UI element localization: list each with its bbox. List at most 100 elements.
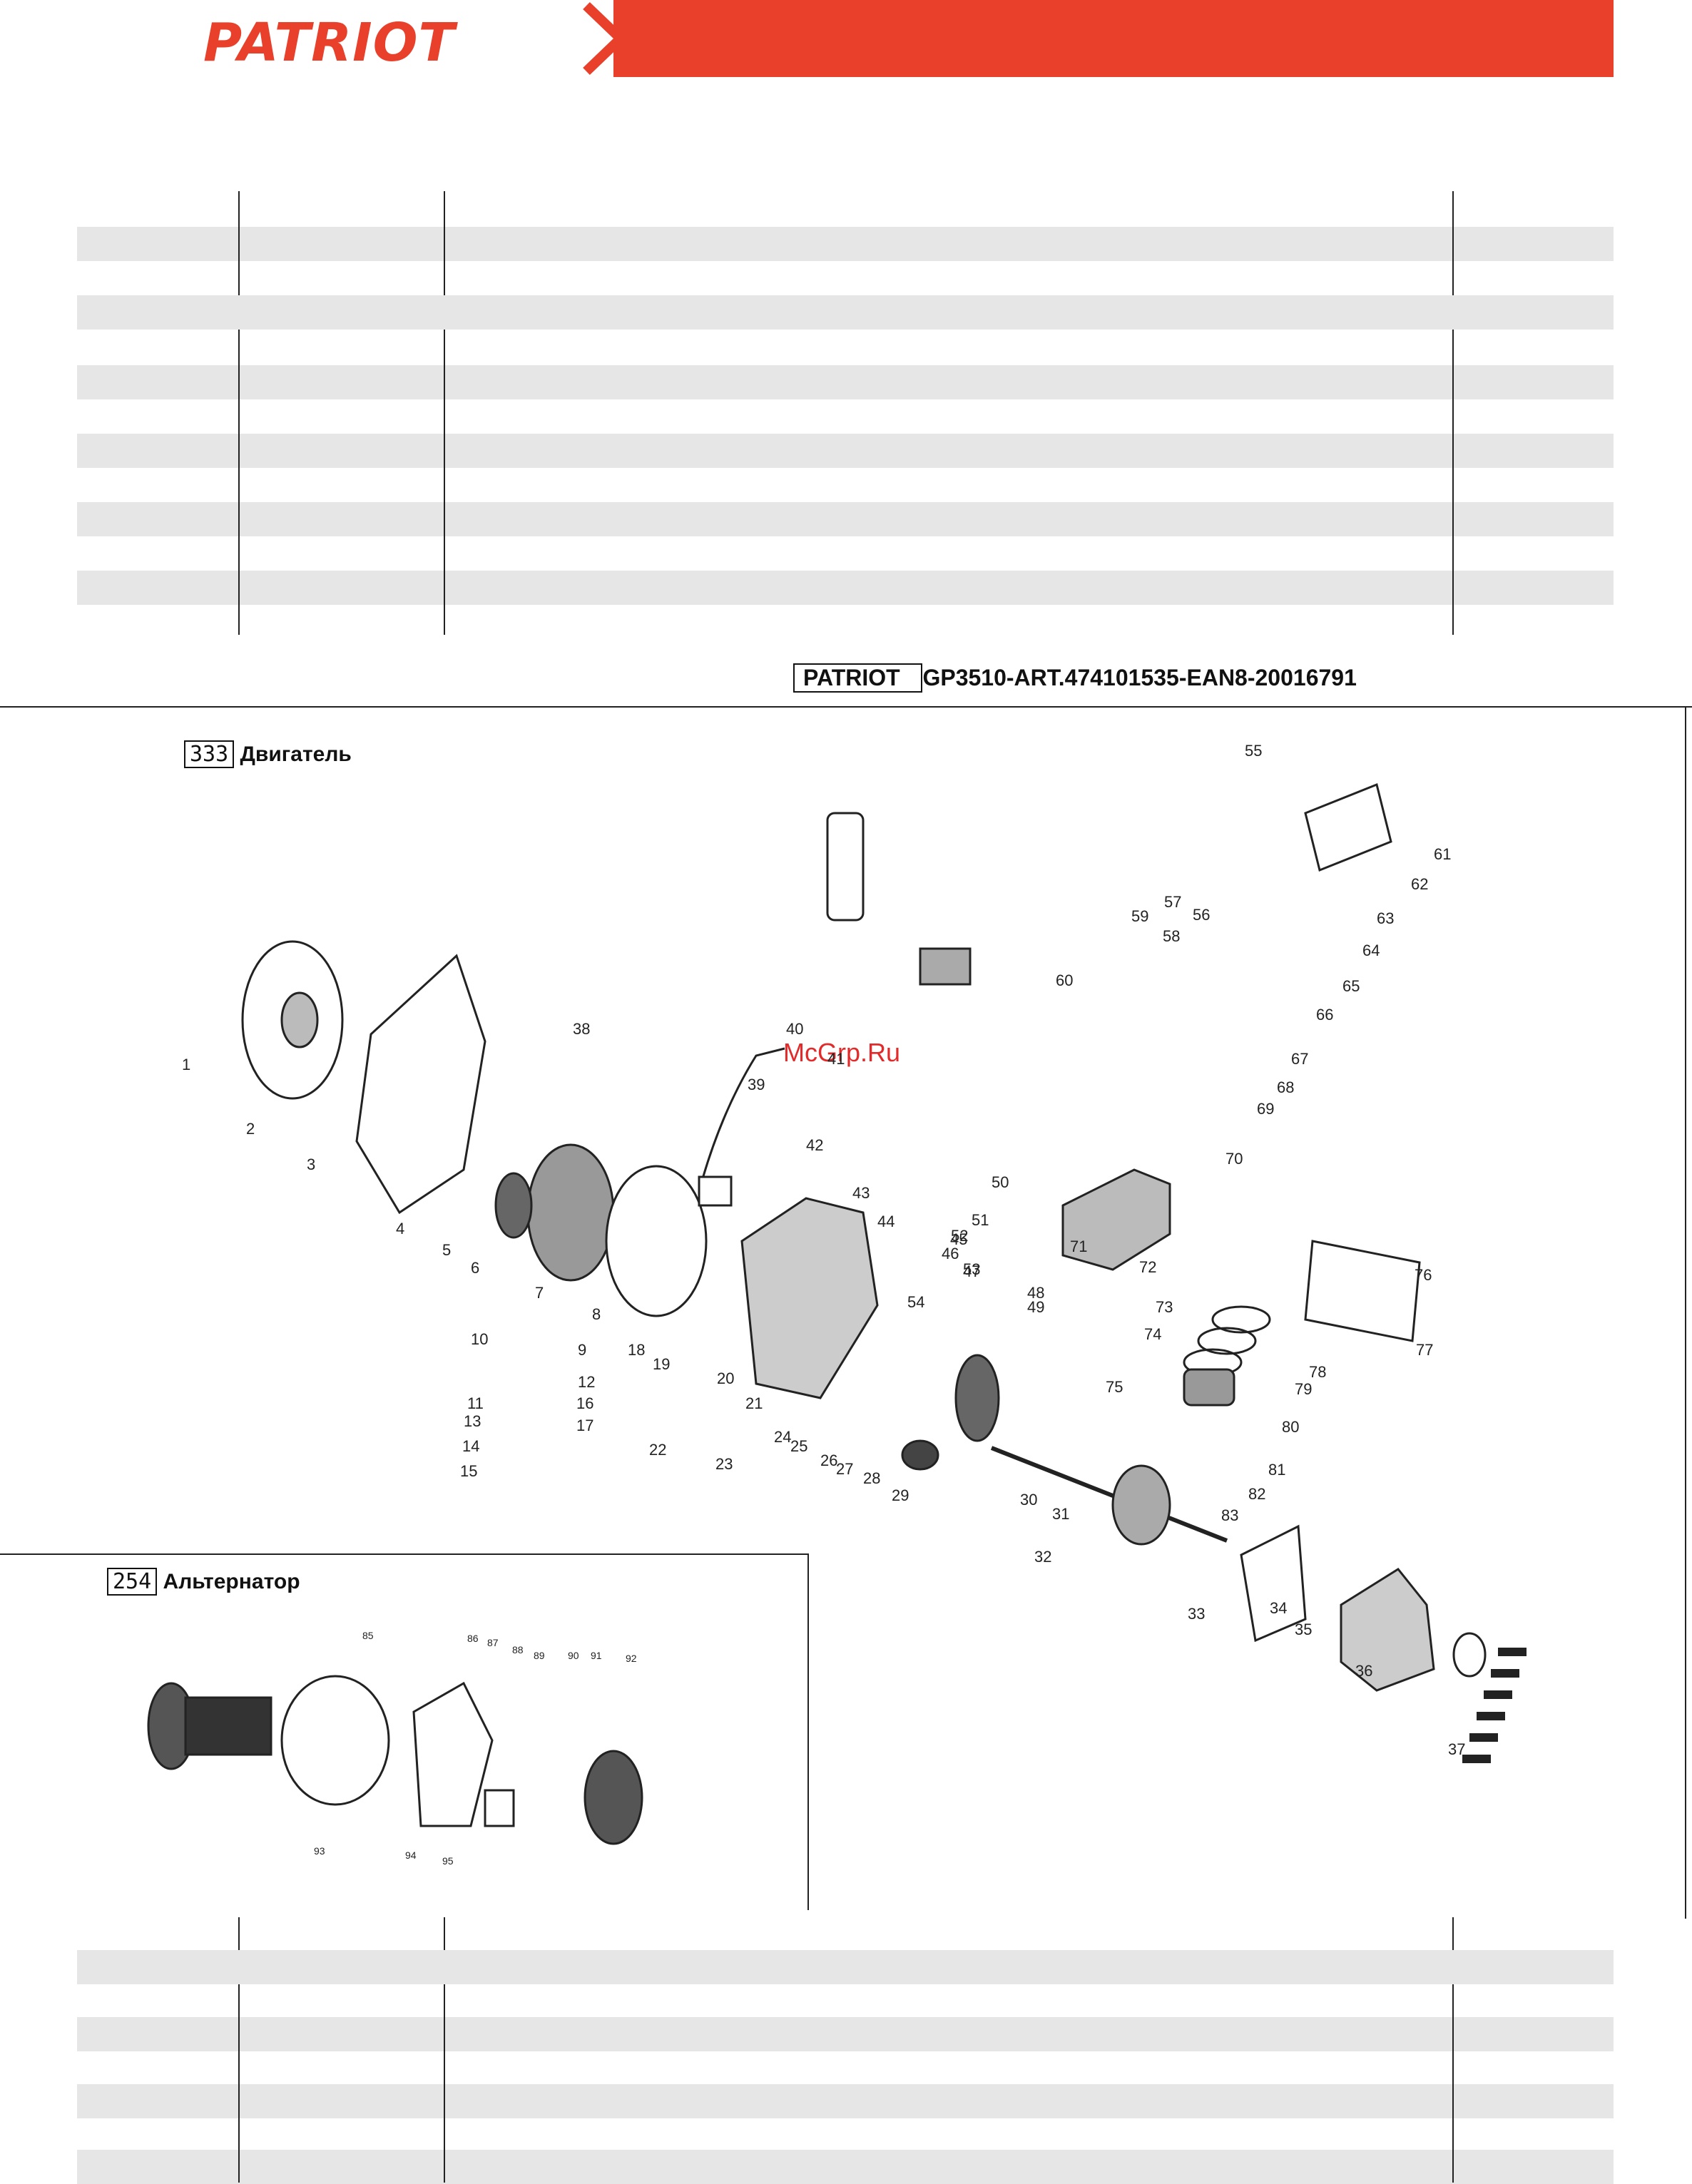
fuel-tank <box>1304 1240 1421 1342</box>
starter-pulley <box>494 1172 533 1239</box>
model-code: GP3510-ART.474101535-EAN8-20016791 <box>922 665 1357 690</box>
engine-part-label: 47 <box>963 1262 980 1280</box>
engine-part-label: 59 <box>1131 907 1148 925</box>
engine-part-label: 73 <box>1156 1298 1173 1316</box>
engine-part-label: 71 <box>1070 1238 1087 1255</box>
piston <box>1183 1368 1235 1407</box>
column-divider <box>444 1984 445 2183</box>
engine-part-label: 76 <box>1415 1266 1432 1284</box>
engine-part-label: 16 <box>576 1394 593 1412</box>
alternator-part-label: 94 <box>405 1849 417 1861</box>
engine-part-label: 22 <box>649 1441 666 1459</box>
engine-part-label: 2 <box>246 1120 255 1138</box>
alternator-part-label: 85 <box>362 1630 374 1641</box>
engine-section-label: Двигатель <box>240 743 352 766</box>
starter-cup <box>605 1165 708 1317</box>
engine-part-label: 67 <box>1291 1050 1308 1068</box>
engine-part-label: 50 <box>992 1173 1009 1191</box>
fan-cover <box>355 954 486 1215</box>
engine-part-label: 68 <box>1277 1078 1294 1096</box>
engine-part-label: 52 <box>951 1227 968 1245</box>
alternator-parts <box>147 1675 643 1845</box>
table-row <box>77 365 1614 399</box>
model-title: PATRIOT GP3510-ART.474101535-EAN8-200167… <box>793 663 1357 693</box>
side-cover <box>1340 1568 1435 1692</box>
engine-part-label: 30 <box>1020 1491 1037 1509</box>
piston-ring <box>1211 1305 1271 1334</box>
engine-part-label: 46 <box>942 1245 959 1262</box>
engine-part-label: 78 <box>1309 1363 1326 1381</box>
engine-part-label: 80 <box>1282 1418 1299 1436</box>
rear-cover <box>412 1681 494 1827</box>
engine-part-label: 38 <box>573 1020 590 1038</box>
engine-part-label: 13 <box>464 1412 481 1430</box>
engine-section-number: 333 <box>184 740 235 768</box>
valve-cover <box>1304 782 1392 872</box>
camshaft-gear <box>954 1354 1000 1442</box>
column-divider <box>1452 191 1454 295</box>
engine-part-label: 19 <box>653 1355 670 1373</box>
engine-part-label: 51 <box>972 1211 989 1229</box>
engine-part-label: 58 <box>1163 927 1180 945</box>
alternator-section-label: Альтернатор <box>163 1570 300 1593</box>
bolts <box>1462 1648 1527 1763</box>
engine-part-label: 10 <box>471 1330 488 1348</box>
engine-part-label: 25 <box>790 1437 807 1455</box>
table-row <box>77 571 1614 605</box>
header-bar <box>613 0 1614 77</box>
voltage-regulator <box>484 1789 515 1827</box>
engine-part-label: 26 <box>820 1451 837 1469</box>
engine-part-label: 43 <box>852 1184 870 1202</box>
table-row <box>77 2150 1614 2184</box>
alternator-part-label: 86 <box>467 1633 479 1644</box>
cylinder-head <box>1061 1168 1171 1271</box>
column-divider <box>238 1917 240 1950</box>
alternator-part-label: 90 <box>568 1650 579 1661</box>
crankshaft <box>990 1446 1228 1543</box>
engine-part-label: 42 <box>806 1136 823 1154</box>
engine-part-label: 70 <box>1225 1150 1243 1168</box>
governor-gear <box>901 1439 939 1471</box>
engine-part-label: 15 <box>460 1462 477 1480</box>
engine-part-label: 75 <box>1106 1378 1123 1396</box>
engine-part-label: 28 <box>863 1469 880 1487</box>
engine-part-label: 61 <box>1434 845 1451 863</box>
crankcase <box>740 1197 879 1399</box>
engine-part-label: 7 <box>535 1284 544 1302</box>
engine-part-label: 79 <box>1295 1380 1312 1398</box>
engine-part-label: 62 <box>1411 875 1428 893</box>
engine-part-label: 64 <box>1362 942 1380 959</box>
engine-part-label: 18 <box>628 1341 645 1359</box>
column-divider <box>1452 1917 1454 1950</box>
engine-part-label: 65 <box>1342 977 1360 995</box>
engine-part-label: 83 <box>1221 1506 1238 1524</box>
crankshaft-web <box>1111 1464 1171 1546</box>
engine-part-label: 77 <box>1416 1341 1433 1359</box>
column-divider <box>444 191 445 295</box>
engine-part-label: 45 <box>950 1230 967 1248</box>
table-row <box>77 434 1614 468</box>
engine-part-label: 20 <box>717 1369 734 1387</box>
engine-part-label: 29 <box>892 1486 909 1504</box>
alternator-part-label: 89 <box>534 1650 545 1661</box>
brand-logo: PATRIOT <box>203 12 456 73</box>
engine-part-label: 36 <box>1355 1662 1372 1680</box>
table-row <box>77 502 1614 536</box>
table-row <box>77 1950 1614 1984</box>
engine-part-label: 66 <box>1316 1006 1333 1024</box>
spark-plug-lead <box>698 1047 785 1192</box>
oil-seal <box>1452 1632 1487 1678</box>
parts-table-top <box>77 191 1614 635</box>
engine-part-label: 37 <box>1448 1740 1465 1758</box>
engine-part-label: 32 <box>1034 1548 1051 1566</box>
engine-part-label: 74 <box>1144 1325 1161 1343</box>
engine-part-label: 14 <box>462 1437 479 1455</box>
engine-part-label: 6 <box>471 1259 479 1277</box>
column-divider <box>444 1917 445 1950</box>
alternator-section-title: 254 Альтернатор <box>107 1568 300 1596</box>
engine-part-label: 72 <box>1139 1258 1156 1276</box>
engine-part-label: 12 <box>578 1373 595 1391</box>
engine-part-label: 56 <box>1193 906 1210 924</box>
column-divider <box>238 191 240 295</box>
muffler <box>826 812 865 922</box>
